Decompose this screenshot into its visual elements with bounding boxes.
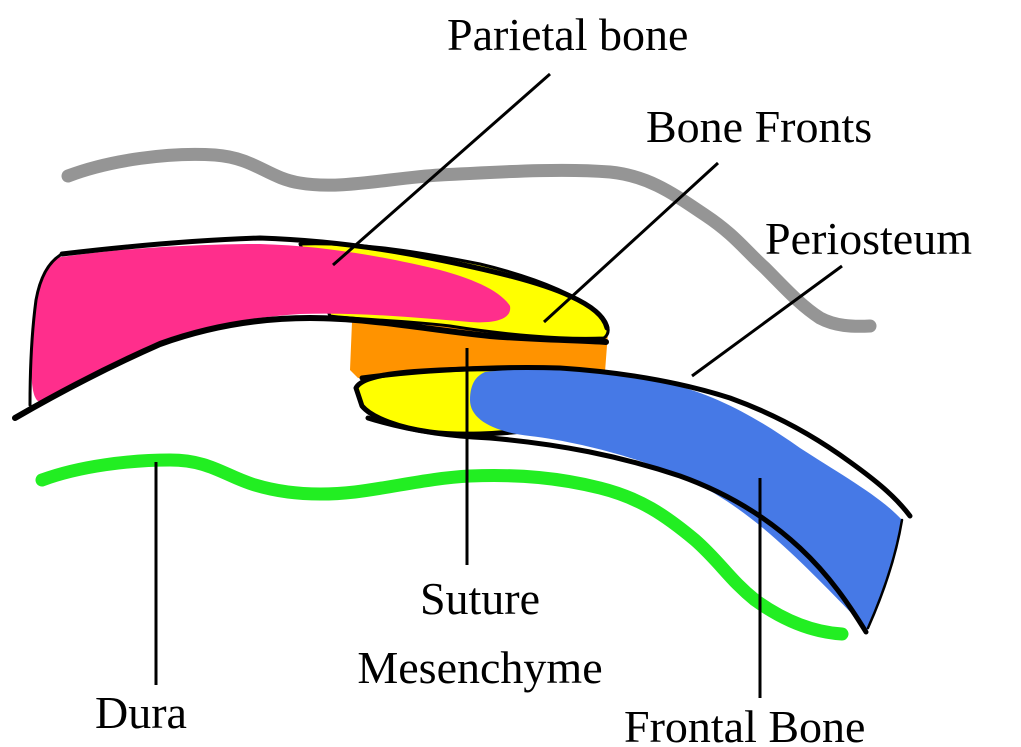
bone-fronts-label: Bone Fronts (646, 101, 872, 152)
dura-label: Dura (95, 687, 187, 738)
parietal-bone-label: Parietal bone (447, 9, 688, 60)
periosteum-label: Periosteum (765, 213, 972, 264)
bone-fronts-leader (544, 163, 718, 322)
frontal-bone-label: Frontal Bone (624, 701, 865, 747)
suture-label: Suture (420, 573, 540, 624)
mesenchyme-label: Mesenchyme (357, 642, 602, 693)
